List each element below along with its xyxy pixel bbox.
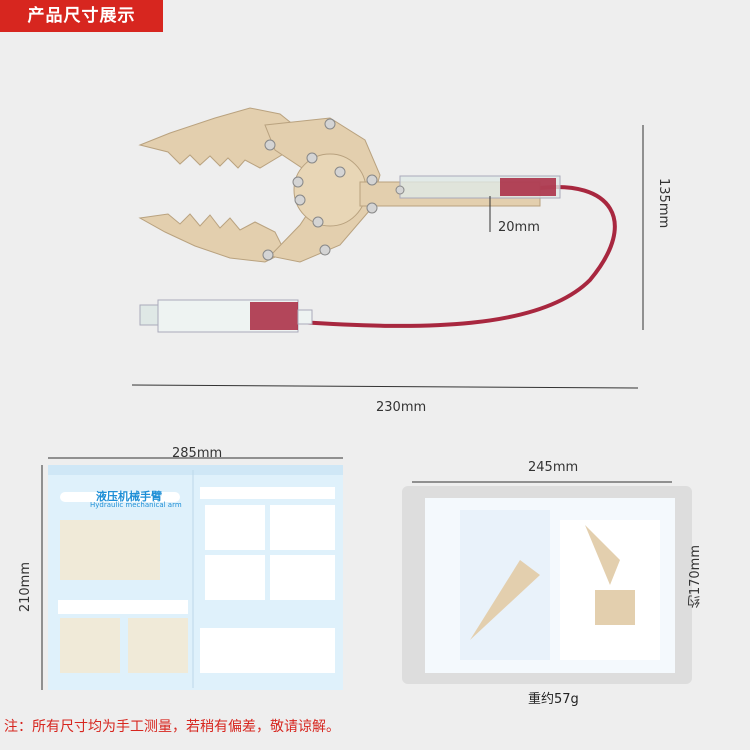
package-width-label: 245mm	[528, 460, 579, 475]
lower-jaw	[138, 213, 286, 263]
control-syringe	[139, 299, 313, 333]
footer-note: 注：所有尺寸均为手工测量，若稍有偏差，敬请谅解。	[4, 719, 340, 735]
manual-height-label: 210mm	[18, 562, 33, 613]
upper-jaw	[138, 107, 301, 169]
package-card	[402, 481, 692, 684]
manual-width-label: 285mm	[172, 446, 223, 461]
manual-title: 液压机械手臂	[96, 490, 162, 503]
bolts	[262, 118, 405, 261]
manual-card	[41, 457, 343, 690]
package-height-label: 约170mm	[688, 545, 703, 609]
manual-subtitle: Hydraulic mechanical arm	[90, 501, 182, 509]
syringe-width-label: 20mm	[498, 220, 540, 235]
arm-length-label: 230mm	[376, 400, 427, 415]
page-title: 产品尺寸展示	[0, 0, 163, 32]
center-hub	[293, 153, 367, 227]
hydraulic-tube	[299, 185, 617, 328]
package-weight-label: 重约57g	[528, 692, 579, 707]
arm-height-label: 135mm	[656, 178, 671, 229]
arm-length-line	[131, 384, 639, 389]
